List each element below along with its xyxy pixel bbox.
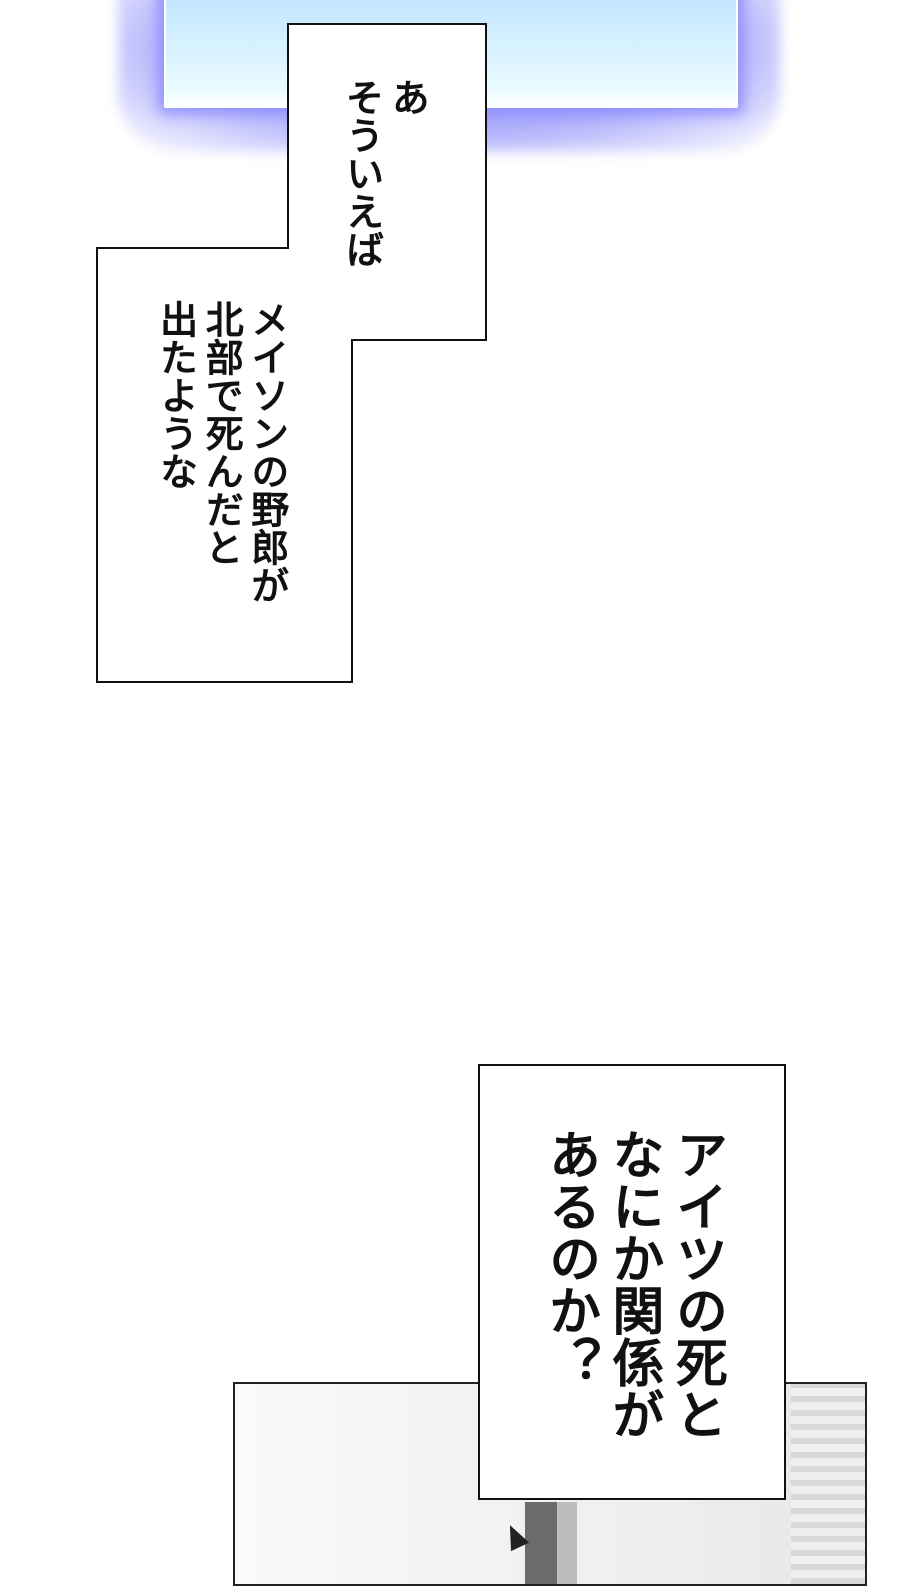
- speech-bubble-outline: [96, 23, 487, 683]
- dark-post: [525, 1502, 557, 1584]
- light-post: [557, 1502, 577, 1584]
- wall-texture: [791, 1384, 865, 1584]
- speech-text-1: あ そういえば: [339, 78, 430, 268]
- speech-bubble-3: [478, 1064, 786, 1500]
- speech-text-2: メイソンの野郎が 北部で死んだと 出たような: [153, 300, 289, 604]
- speech-text-3: アイツの死と なにか関係が あるのか？: [539, 1128, 727, 1440]
- stepped-speech-bubble: [96, 23, 487, 683]
